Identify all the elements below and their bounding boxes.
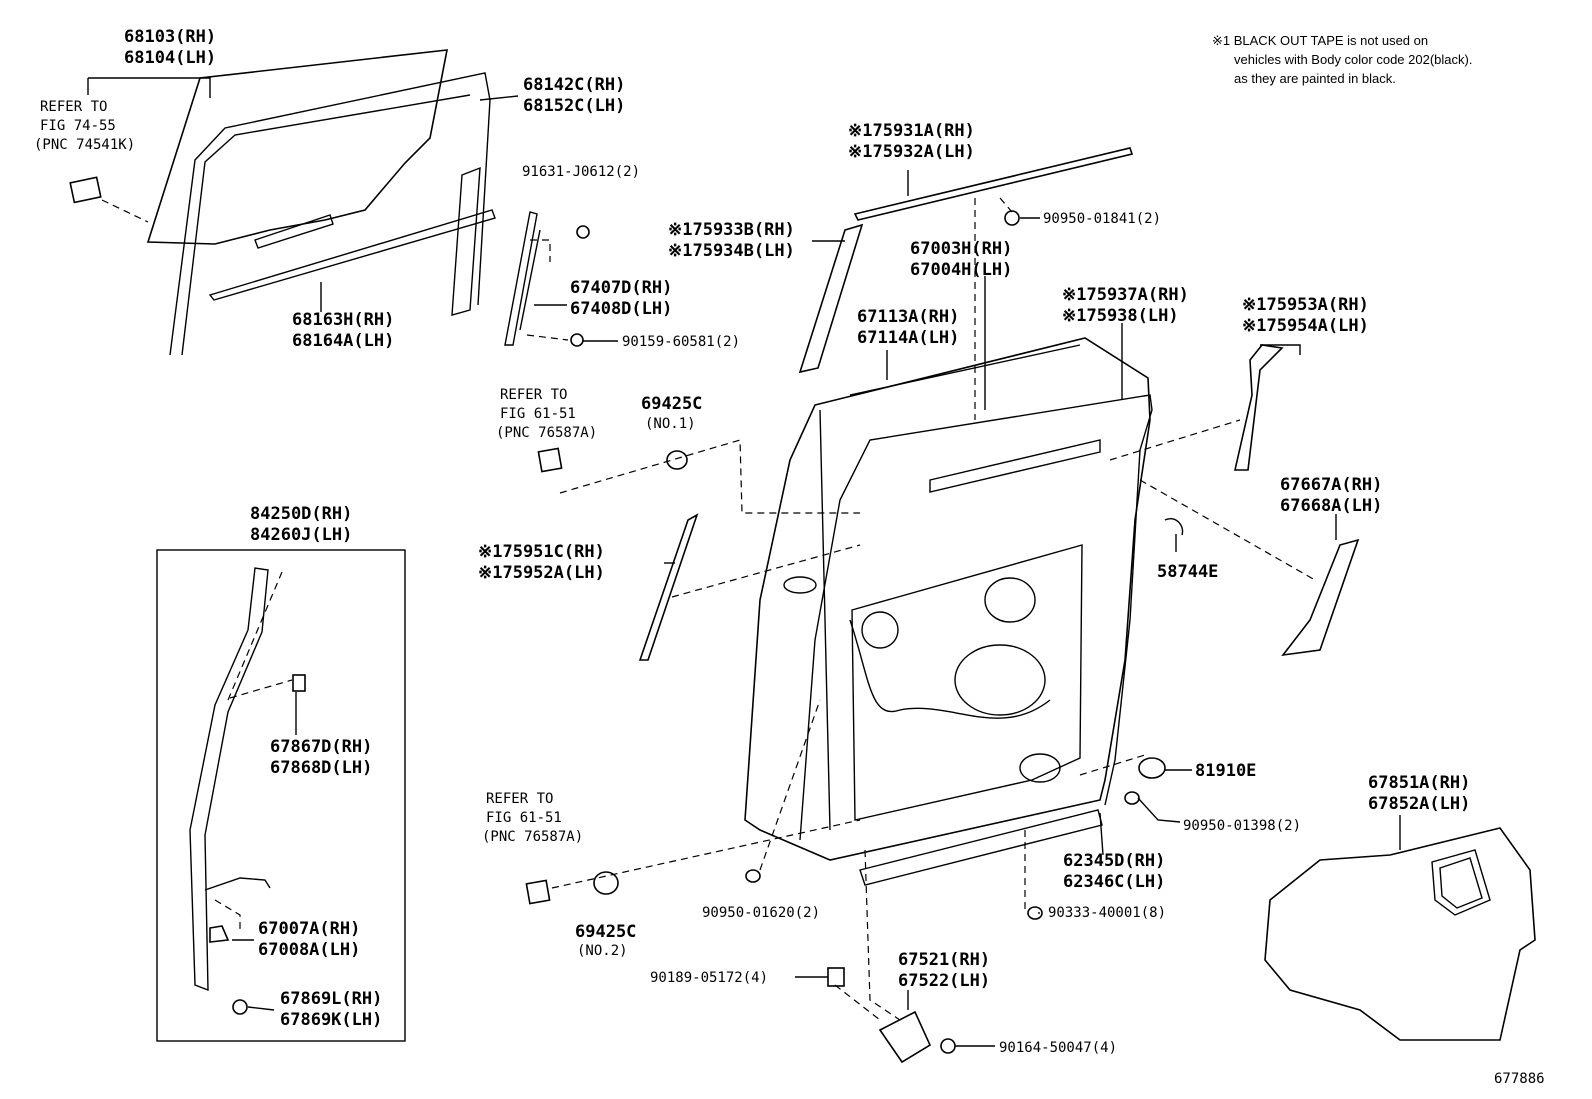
part-67867d-rh: 67867D(RH) <box>270 737 372 757</box>
figure-id: 677886 <box>1494 1071 1545 1087</box>
part-69425c-no1: 69425C <box>641 394 702 414</box>
part-62345d-rh: 62345D(RH) <box>1063 851 1165 871</box>
ref-61-51-a-line-3: (PNC 76587A) <box>496 425 597 441</box>
part-67003h-rh: 67003H(RH) <box>910 239 1012 259</box>
small-parts <box>525 210 1166 1064</box>
part-67869k-lh: 67869K(LH) <box>280 1010 382 1030</box>
part-67852a-lh: 67852A(LH) <box>1368 794 1470 814</box>
ref-61-51-b-line-3: (PNC 76587A) <box>482 829 583 845</box>
part-68163h-rh: 68163H(RH) <box>292 310 394 330</box>
ref-61-51-b-line-1: REFER TO <box>486 791 553 807</box>
part-75933b-rh: ※175933B(RH) <box>668 220 795 240</box>
part-90950-01398: 90950-01398(2) <box>1183 818 1301 834</box>
part-90164-50047: 90164-50047(4) <box>999 1040 1117 1056</box>
ref-61-51-a-line-1: REFER TO <box>500 387 567 403</box>
part-75931a-rh: ※175931A(RH) <box>848 121 975 141</box>
note-block: ※1 BLACK OUT TAPE is not used on vehicle… <box>1212 33 1472 86</box>
part-84250d-rh: 84250D(RH) <box>250 504 352 524</box>
part-81910e: 81910E <box>1195 761 1256 781</box>
part-90950-01620: 90950-01620(2) <box>702 905 820 921</box>
note-line-2: vehicles with Body color code 202(black)… <box>1234 52 1472 67</box>
part-67113a-rh: 67113A(RH) <box>857 307 959 327</box>
part-67407d-rh: 67407D(RH) <box>570 278 672 298</box>
part-69425c-no2-sub: (NO.2) <box>577 943 628 959</box>
part-67868d-lh: 67868D(LH) <box>270 758 372 778</box>
dashed-lines <box>101 197 1316 1021</box>
note-line-1: ※1 BLACK OUT TAPE is not used on <box>1212 33 1428 48</box>
part-75934b-lh: ※175934B(LH) <box>668 241 795 261</box>
part-90333-40001: 90333-40001(8) <box>1048 905 1166 921</box>
part-68152c-lh: 68152C(LH) <box>523 96 625 116</box>
part-67667a-rh: 67667A(RH) <box>1280 475 1382 495</box>
ref-74-55-line-3: (PNC 74541K) <box>34 137 135 153</box>
part-84260j-lh: 84260J(LH) <box>250 525 352 545</box>
part-90950-01841: 90950-01841(2) <box>1043 211 1161 227</box>
part-75951c-rh: ※175951C(RH) <box>478 542 605 562</box>
part-62346c-lh: 62346C(LH) <box>1063 872 1165 892</box>
part-75938-lh: ※175938(LH) <box>1062 306 1179 326</box>
ref-74-55-line-1: REFER TO <box>40 99 107 115</box>
part-67004h-lh: 67004H(LH) <box>910 260 1012 280</box>
door-panel <box>744 337 1153 886</box>
weatherstrip-box <box>156 549 406 1042</box>
part-75937a-rh: ※175937A(RH) <box>1062 285 1189 305</box>
part-67668a-lh: 67668A(LH) <box>1280 496 1382 516</box>
part-68164a-lh: 68164A(LH) <box>292 331 394 351</box>
part-labels: 68103(RH) 68104(LH) 68142C(RH) 68152C(LH… <box>124 27 1470 1056</box>
part-67521-rh: 67521(RH) <box>898 950 990 970</box>
part-67008a-lh: 67008A(LH) <box>258 940 360 960</box>
part-90159: 90159-60581(2) <box>622 334 740 350</box>
part-69425c-no2: 69425C <box>575 922 636 942</box>
part-67869l-rh: 67869L(RH) <box>280 989 382 1009</box>
door-glass <box>69 49 496 356</box>
quarter-trim <box>1264 827 1536 1041</box>
rear-channel <box>504 211 590 347</box>
part-68142c-rh: 68142C(RH) <box>523 75 625 95</box>
moldings <box>638 147 1360 661</box>
part-69425c-no1-sub: (NO.1) <box>645 416 696 432</box>
part-68104-lh: 68104(LH) <box>124 48 216 68</box>
ref-labels: REFER TO FIG 74-55 (PNC 74541K) REFER TO… <box>34 99 597 845</box>
part-67007a-rh: 67007A(RH) <box>258 919 360 939</box>
part-75953a-rh: ※175953A(RH) <box>1242 295 1369 315</box>
part-91631: 91631-J0612(2) <box>522 164 640 180</box>
note-line-3: as they are painted in black. <box>1234 71 1396 86</box>
part-90189-05172: 90189-05172(4) <box>650 970 768 986</box>
part-75952a-lh: ※175952A(LH) <box>478 563 605 583</box>
part-75932a-lh: ※175932A(LH) <box>848 142 975 162</box>
ref-61-51-a-line-2: FIG 61-51 <box>500 406 576 422</box>
part-67114a-lh: 67114A(LH) <box>857 328 959 348</box>
part-68103-rh: 68103(RH) <box>124 27 216 47</box>
part-75954a-lh: ※175954A(LH) <box>1242 316 1369 336</box>
part-58744e: 58744E <box>1157 562 1218 582</box>
leader-lines <box>87 77 1401 1047</box>
ref-74-55-line-2: FIG 74-55 <box>40 118 116 134</box>
part-67851a-rh: 67851A(RH) <box>1368 773 1470 793</box>
part-67522-lh: 67522(LH) <box>898 971 990 991</box>
ref-61-51-b-line-2: FIG 61-51 <box>486 810 562 826</box>
part-67408d-lh: 67408D(LH) <box>570 299 672 319</box>
